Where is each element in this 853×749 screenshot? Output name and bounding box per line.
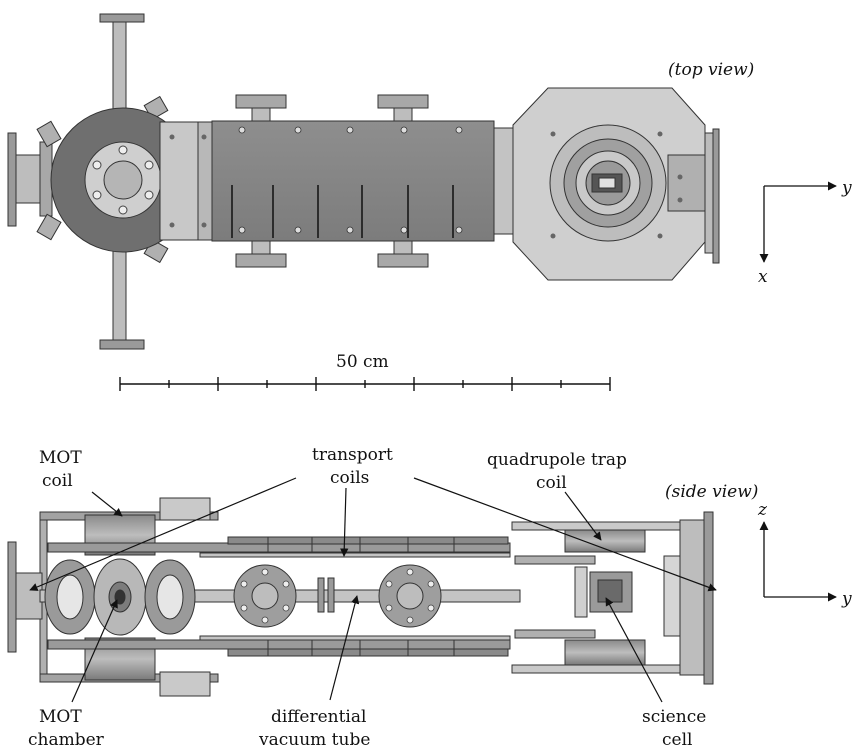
axis-x-label: x	[758, 267, 768, 287]
scale-bar	[119, 377, 611, 391]
mot-side-port	[7, 132, 53, 227]
side-view: MOT coil transport coils quadrupole trap…	[7, 445, 852, 749]
side-view-caption: (side view)	[665, 482, 758, 502]
label-science-l2: cell	[662, 730, 692, 749]
axis-z-label: z	[757, 500, 768, 520]
top-view: (top view) y x 50 cm	[7, 13, 852, 391]
mot-vertical-arm	[99, 13, 145, 350]
transport-flanges	[235, 94, 429, 268]
transport-round-flanges	[233, 564, 442, 628]
label-transport-l2: coils	[330, 468, 369, 488]
axis-y-label: y	[841, 178, 852, 198]
label-mot-coil-l1: MOT	[39, 448, 82, 468]
label-mot-chamber-l1: MOT	[39, 707, 82, 727]
label-science-l1: science	[642, 707, 706, 727]
transport-rails	[47, 536, 511, 657]
label-quad-l2: coil	[536, 473, 567, 493]
label-diff-l1: differential	[271, 707, 366, 727]
label-diff-l2: vacuum tube	[258, 730, 370, 749]
label-transport-l1: transport	[312, 445, 393, 465]
label-mot-chamber-l2: chamber	[28, 730, 105, 749]
quadrupole-coils	[511, 521, 693, 674]
top-view-caption: (top view)	[668, 60, 754, 80]
leader-lines	[29, 477, 717, 703]
top-view-axes: y x	[758, 178, 852, 287]
transport-body	[211, 120, 495, 242]
scale-bar-label: 50 cm	[336, 352, 389, 372]
label-mot-coil-l2: coil	[42, 471, 73, 491]
mot-chamber-flanges	[44, 558, 196, 636]
axis-y-label-side: y	[841, 589, 852, 609]
side-view-axes: z y	[757, 500, 852, 609]
label-quad-l1: quadrupole trap	[487, 450, 627, 470]
